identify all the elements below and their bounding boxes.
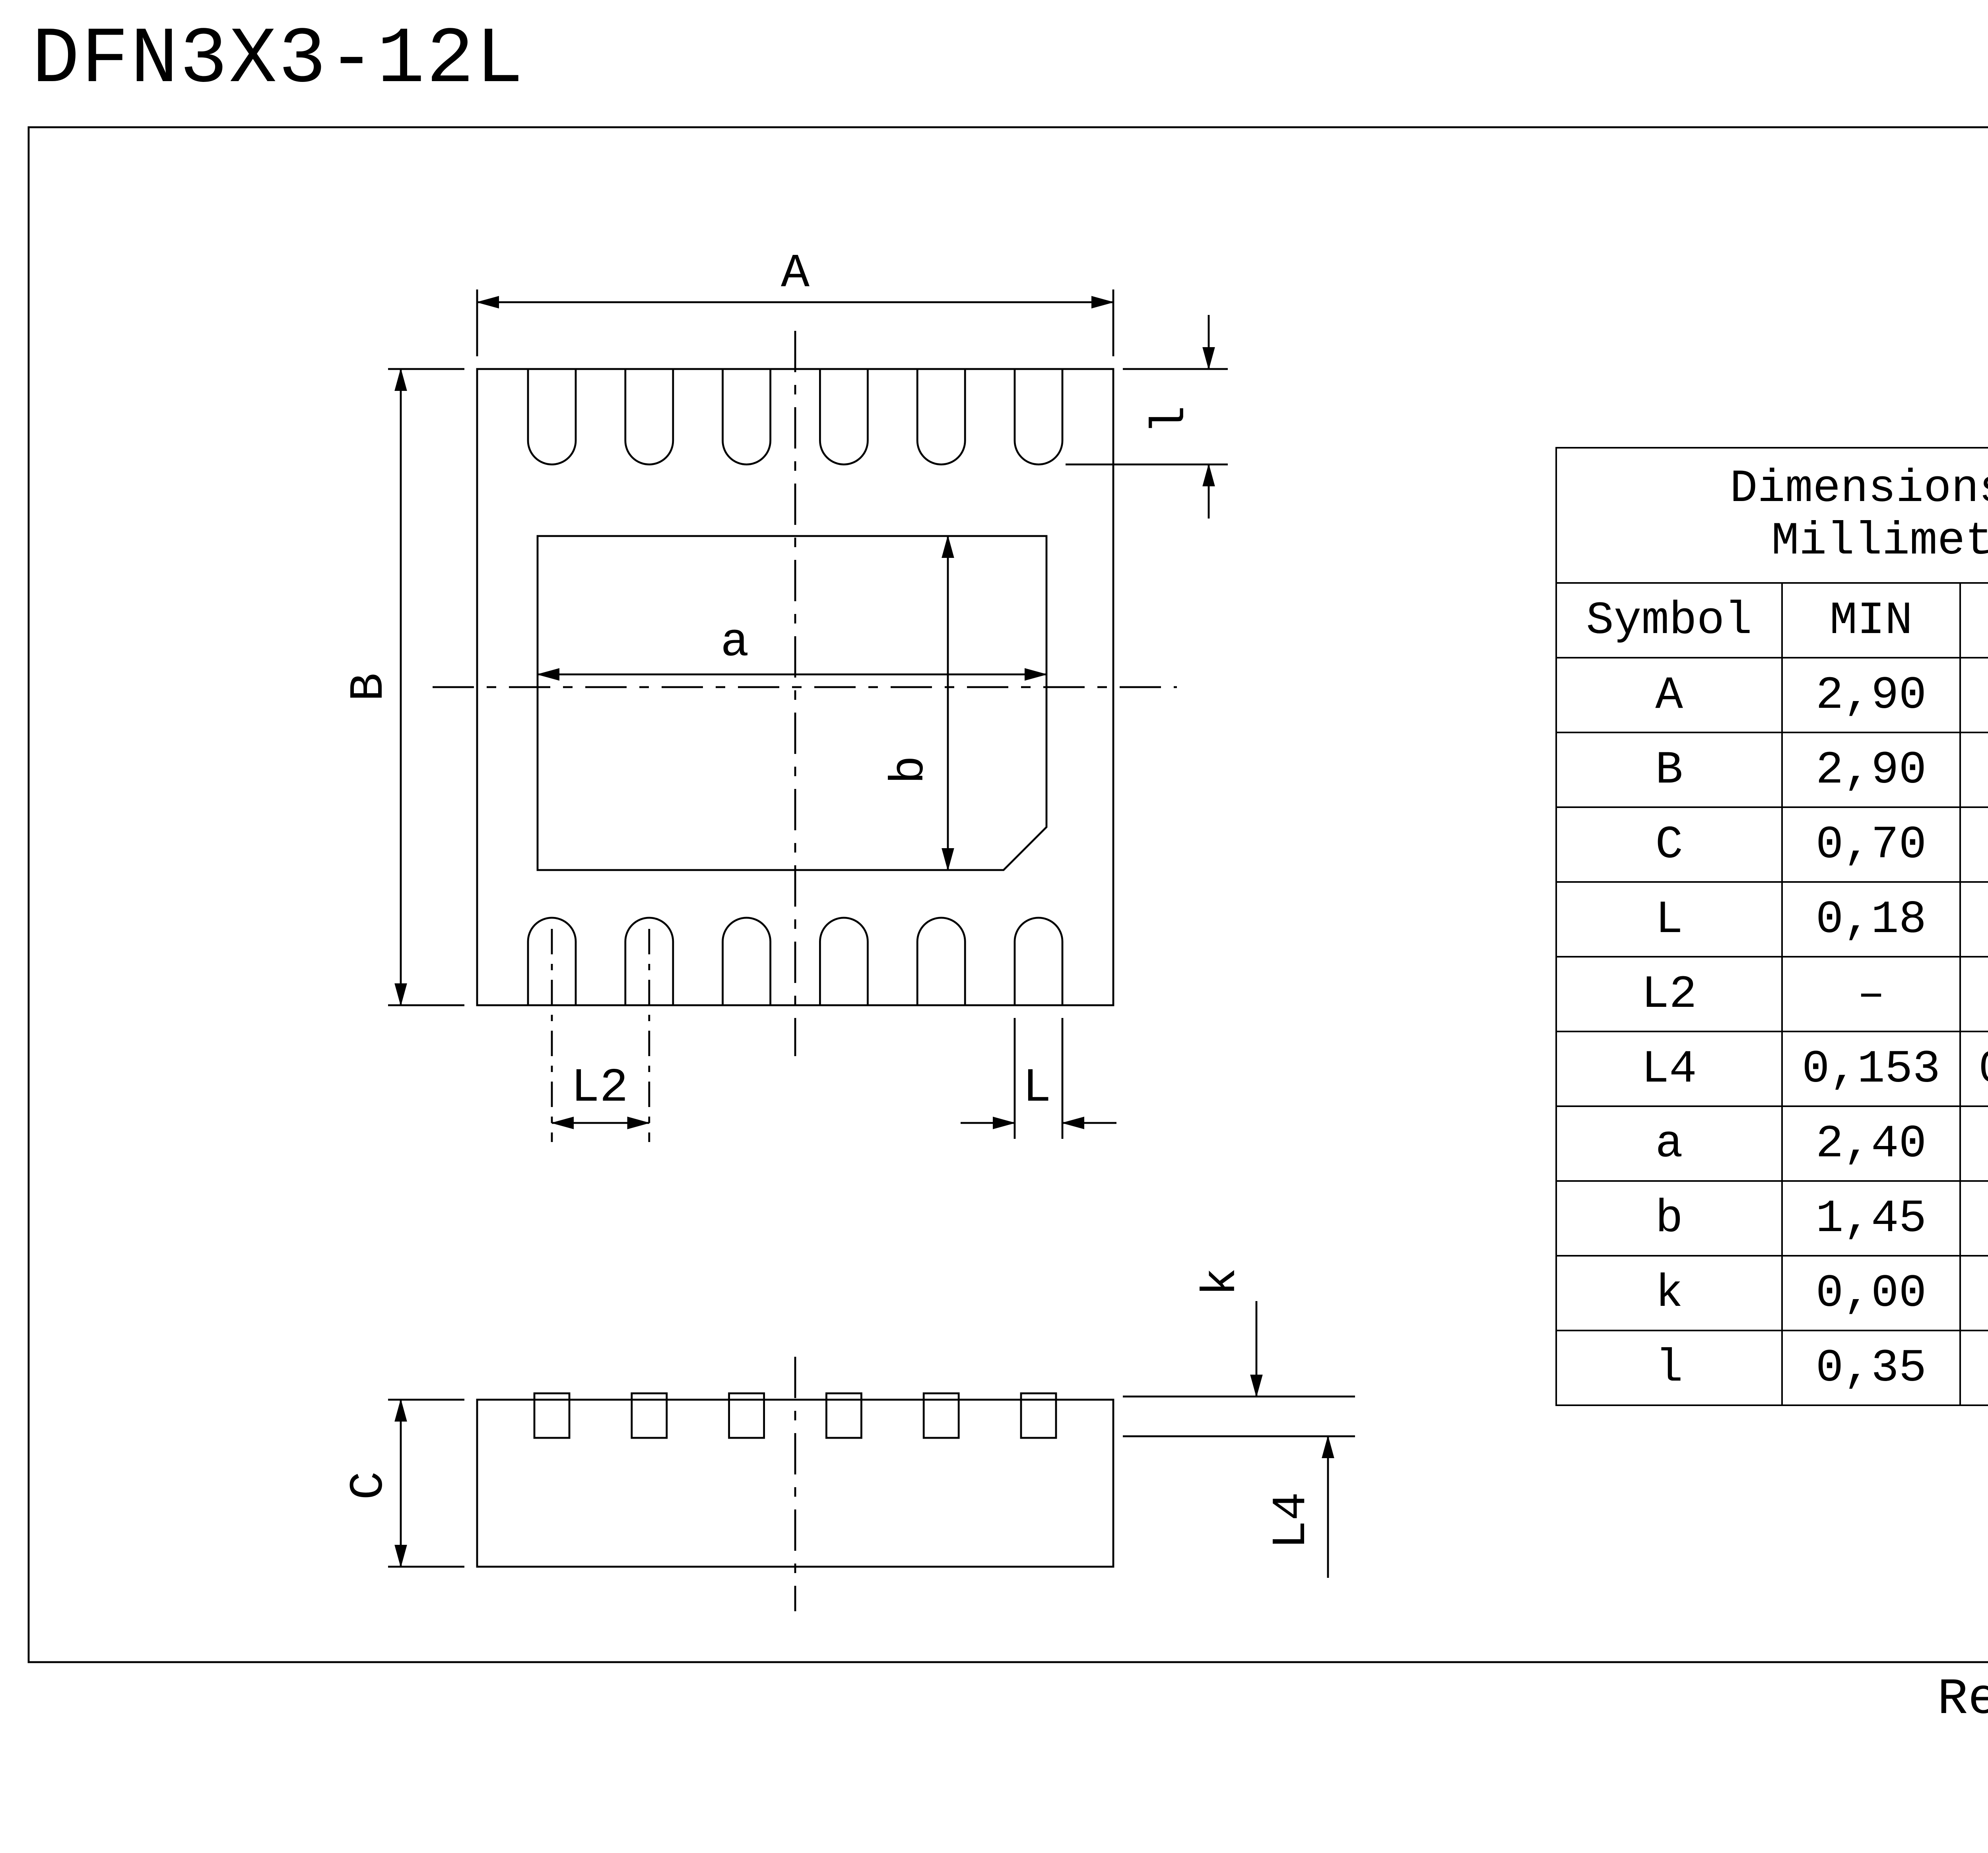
dim-b-label: b (883, 756, 937, 784)
dim-L4-label: L4 (1265, 1492, 1319, 1549)
symbol-cell: L4 (1555, 1031, 1783, 1107)
dim-A (476, 289, 1114, 356)
value-cell: 0,40 (1959, 1330, 1988, 1406)
value-cell: 0,18 (1781, 881, 1961, 958)
dim-k (1123, 1301, 1355, 1398)
dim-l-top (1066, 315, 1228, 519)
dim-C-label: C (342, 1471, 396, 1500)
top-pads (527, 369, 1064, 466)
symbol-cell: L2 (1555, 956, 1783, 1032)
symbol-cell: k (1555, 1255, 1783, 1331)
symbol-cell: B (1555, 732, 1783, 808)
value-cell: 2,90 (1781, 732, 1961, 808)
value-cell: – (1781, 956, 1961, 1032)
dim-a-label: a (720, 616, 749, 670)
dim-A-label: A (781, 247, 810, 301)
dim-B-label: B (342, 673, 396, 701)
col-header-min: MIN (1781, 582, 1961, 658)
symbol-cell: l (1555, 1330, 1783, 1406)
value-cell: 0,203 (1959, 1031, 1988, 1107)
dimension-labels: A B a b l L2 L C k L4 (342, 247, 1319, 1549)
table-row: b 1,45 1,55 1,65 (1555, 1180, 1988, 1257)
symbol-cell: a (1555, 1105, 1783, 1182)
symbol-cell: A (1555, 657, 1783, 733)
top-view (388, 289, 1228, 1142)
dim-L-label: L (1023, 1061, 1051, 1115)
symbol-cell: C (1555, 806, 1783, 883)
table-title-line1: Dimensions In (1730, 463, 1988, 515)
table-row: A 2,90 3,00 3,10 (1555, 657, 1988, 733)
value-cell: 0,00 (1781, 1255, 1961, 1331)
value-cell: 0,45 (1959, 956, 1988, 1032)
value-cell: 1,55 (1959, 1180, 1988, 1257)
value-cell: 2,50 (1959, 1105, 1988, 1182)
value-cell: 0,35 (1781, 1330, 1961, 1406)
dim-L4 (1123, 1435, 1355, 1578)
table-row: L4 0,153 0,203 0,253 (1555, 1031, 1988, 1107)
dimension-table: Dimensions In Millimeters Symbol MIN TYP… (1555, 447, 1988, 1406)
table-row: a 2,40 2,50 2,60 (1555, 1105, 1988, 1182)
value-cell: 3,00 (1959, 657, 1988, 733)
dim-B (388, 368, 464, 1006)
dim-k-label: k (1195, 1268, 1249, 1296)
drawing-title: DFN3X3-12L (32, 16, 525, 107)
dim-l-label: l (1144, 406, 1198, 434)
col-header-typ: TYP (1959, 582, 1988, 658)
table-header-row: Symbol MIN TYP MAX (1555, 582, 1988, 658)
drawing-frame (27, 126, 1988, 1663)
value-cell: 3,00 (1959, 732, 1988, 808)
bottom-pads (527, 917, 1064, 1005)
side-pads (533, 1392, 1057, 1439)
value-cell: – (1959, 1255, 1988, 1331)
table-title-line2: Millimeters (1771, 515, 1988, 568)
value-cell: 0,70 (1781, 806, 1961, 883)
dim-L2 (551, 929, 650, 1142)
value-cell: 0,153 (1781, 1031, 1961, 1107)
revision-label: Rev.00 202307 (1937, 1670, 1988, 1729)
value-cell: 2,90 (1781, 657, 1961, 733)
table-row: L2 – 0,45 – (1555, 956, 1988, 1032)
table-row: C 0,70 0,75 0,85 (1555, 806, 1988, 883)
side-view (388, 1301, 1355, 1611)
table-title: Dimensions In Millimeters (1555, 447, 1988, 584)
value-cell: 1,45 (1781, 1180, 1961, 1257)
table-row: B 2,90 3,00 3,10 (1555, 732, 1988, 808)
symbol-cell: b (1555, 1180, 1783, 1257)
table-row: k 0,00 – 0,05 (1555, 1255, 1988, 1331)
dim-C (388, 1398, 464, 1568)
table-row: L 0,18 0,23 0,28 (1555, 881, 1988, 958)
dim-L2-label: L2 (571, 1061, 628, 1115)
exposed-pad (536, 535, 1048, 871)
value-cell: 0,75 (1959, 806, 1988, 883)
dim-L (961, 1018, 1116, 1139)
symbol-cell: L (1555, 881, 1783, 958)
table-row: l 0,35 0,40 0,45 (1555, 1330, 1988, 1406)
value-cell: 0,23 (1959, 881, 1988, 958)
col-header-symbol: Symbol (1555, 582, 1783, 658)
value-cell: 2,40 (1781, 1105, 1961, 1182)
